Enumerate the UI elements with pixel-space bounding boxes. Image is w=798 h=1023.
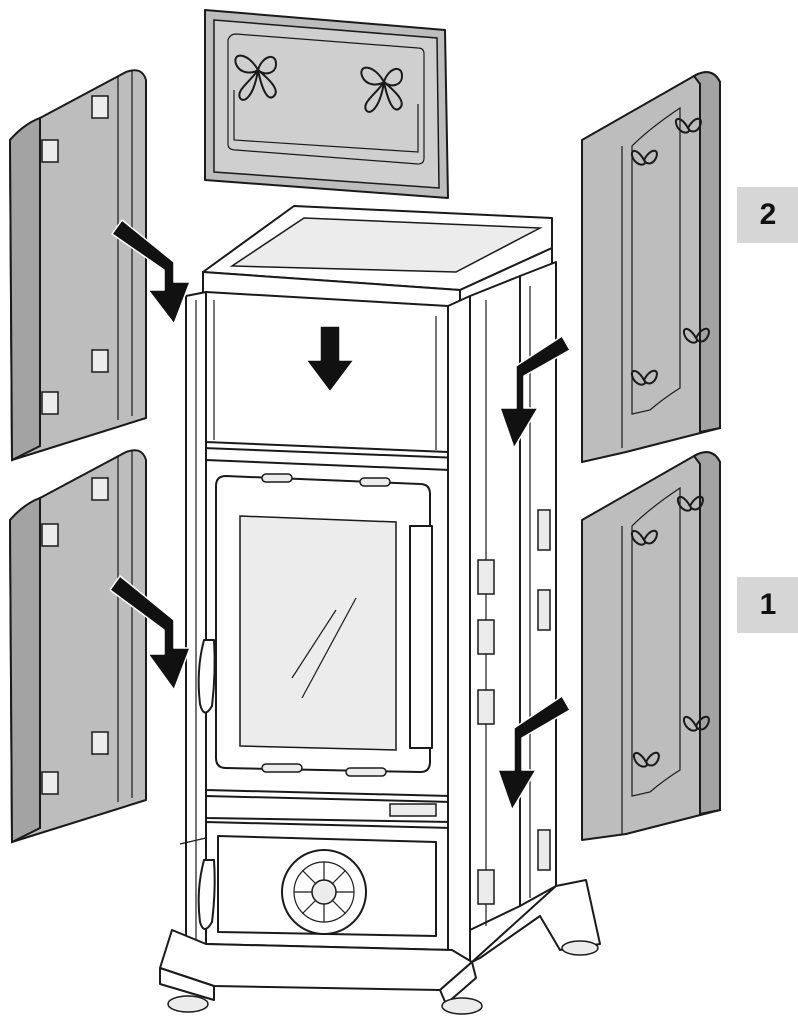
- side-slots: [477, 509, 551, 905]
- arrow-right-upper-panel: [499, 335, 571, 449]
- step-1-badge: 1: [737, 577, 798, 633]
- left-upper-side-panel: [8, 69, 147, 462]
- step-2-badge: 2: [737, 187, 798, 243]
- top-cover-right-ornament: [360, 66, 404, 113]
- top-cover-left-ornament: [234, 54, 278, 101]
- top-cover-panel: [204, 9, 449, 199]
- stove-body: [159, 205, 601, 1015]
- arrow-left-lower-panel: [109, 575, 191, 691]
- arrow-left-upper-panel: [111, 219, 191, 325]
- right-lower-side-panel: [581, 451, 721, 841]
- air-vent-wheel: [281, 849, 367, 935]
- left-lower-side-panel: [8, 449, 147, 844]
- arrow-right-lower-panel: [497, 695, 571, 811]
- arrow-top-cover-down: [305, 325, 355, 393]
- right-upper-side-panel: [581, 71, 721, 463]
